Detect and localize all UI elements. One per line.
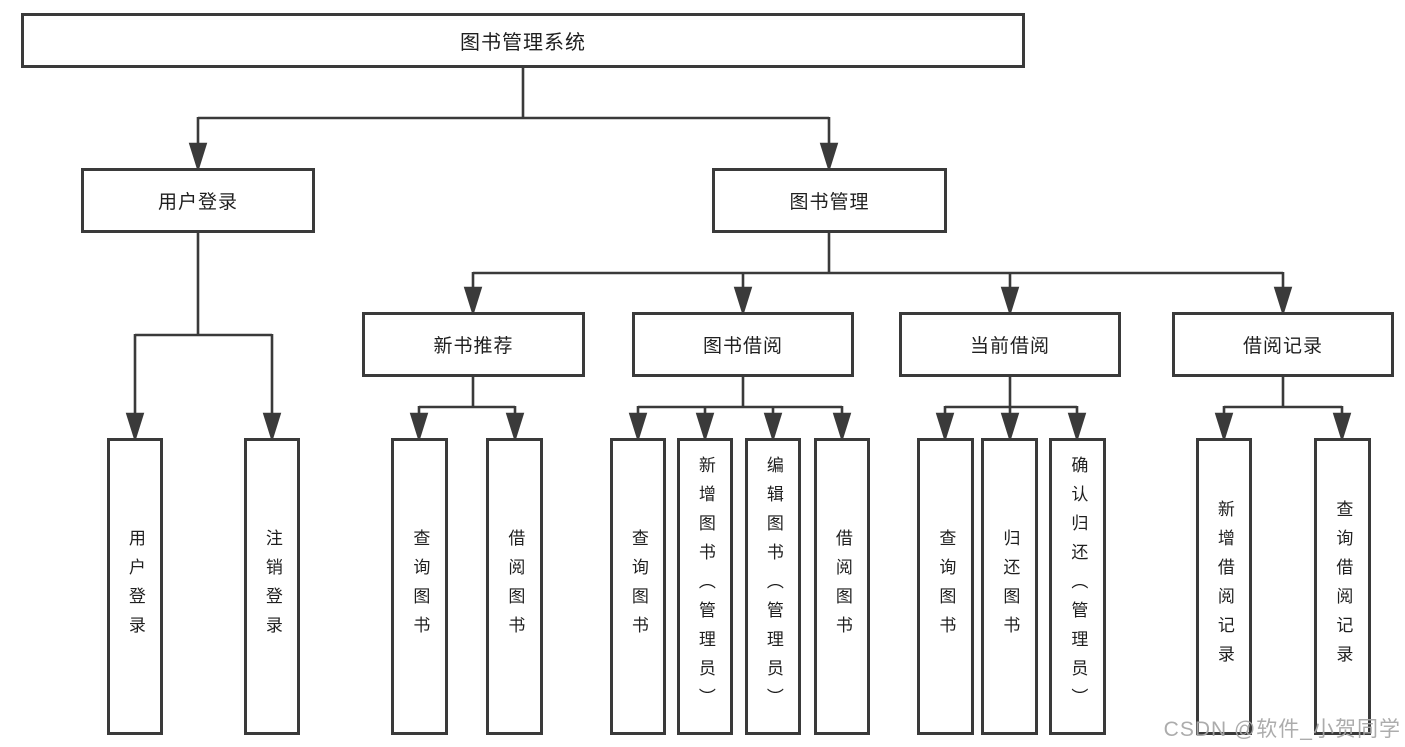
node-user-login: 用户登录 [81, 168, 315, 233]
connector-book-borrow-branch [628, 377, 852, 443]
node-current-borrow: 当前借阅 [899, 312, 1121, 377]
leaf-query-book-borrow: 查询图书 [610, 438, 666, 735]
leaf-confirm-return-admin: 确认归还（管理员） [1049, 438, 1106, 735]
node-borrow-record: 借阅记录 [1172, 312, 1394, 377]
connector-new-book-rec-branch [409, 377, 525, 443]
leaf-query-borrow-record: 查询借阅记录 [1314, 438, 1371, 735]
leaf-borrow-book: 借阅图书 [814, 438, 870, 735]
connector-borrow-record-branch [1214, 377, 1352, 443]
leaf-query-book-current: 查询图书 [917, 438, 974, 735]
connector-book-mgmt-branch [463, 233, 1293, 317]
leaf-logout: 注销登录 [244, 438, 300, 735]
leaf-edit-book-admin: 编辑图书（管理员） [745, 438, 801, 735]
csdn-watermark: CSDN @软件_小贺同学 [1163, 718, 1401, 741]
connector-current-borrow-branch [935, 377, 1087, 443]
leaf-query-book-recommend: 查询图书 [391, 438, 448, 735]
node-book-borrow: 图书借阅 [632, 312, 854, 377]
leaf-borrow-book-recommend: 借阅图书 [486, 438, 543, 735]
leaf-add-borrow-record: 新增借阅记录 [1196, 438, 1252, 735]
node-book-management: 图书管理 [712, 168, 947, 233]
node-root-library-system: 图书管理系统 [21, 13, 1025, 68]
leaf-add-book-admin: 新增图书（管理员） [677, 438, 733, 735]
connector-root-to-level2 [188, 67, 839, 173]
leaf-user-login: 用户登录 [107, 438, 163, 735]
connector-user-login-branch [125, 233, 282, 443]
leaf-return-book: 归还图书 [981, 438, 1038, 735]
node-new-book-recommend: 新书推荐 [362, 312, 585, 377]
